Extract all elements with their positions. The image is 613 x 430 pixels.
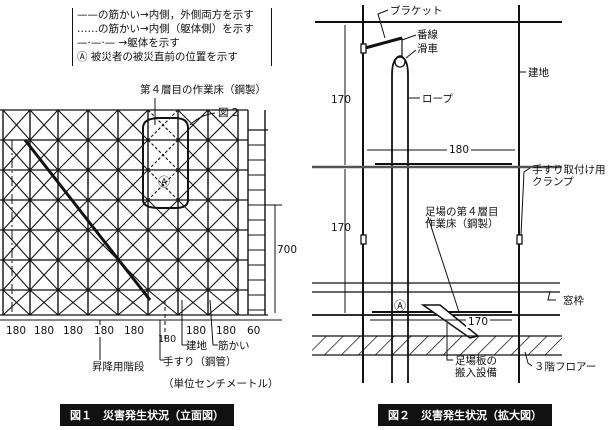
brace (2, 139, 31, 171)
pulley-label: 滑車 (417, 43, 438, 55)
stair-diagonal (23, 139, 152, 301)
brace (29, 259, 59, 291)
post-label: 建地 (186, 340, 207, 352)
bay-dimension: 180 (186, 325, 207, 337)
window-label: 窓枠 (563, 295, 584, 307)
brace (87, 259, 119, 291)
handrail-label: 手すり（鋼管） (163, 356, 237, 368)
brace (207, 259, 239, 291)
brace (87, 289, 119, 316)
brace (207, 139, 239, 171)
brace (207, 109, 239, 141)
brace (147, 169, 179, 201)
brace (87, 229, 119, 261)
brace (57, 139, 89, 171)
work-floor-label: 第４層目の作業床（鋼製） (140, 84, 266, 96)
bay-dimension: 180 (216, 325, 237, 337)
brace (87, 139, 119, 171)
brace (2, 169, 31, 201)
brace (147, 109, 179, 141)
legend-row: Ⓐ 被災者の被災直前の位置を示す (77, 51, 238, 63)
brace (2, 289, 31, 316)
small-dimension: 180 (158, 334, 177, 345)
brace (57, 109, 89, 141)
rope-label: ロープ (422, 93, 453, 105)
brace (177, 229, 209, 261)
legend-row: ……の筋かい→内側（躯体側）を示す (77, 23, 254, 35)
bay-dimension: 180 (94, 325, 115, 337)
brace (57, 169, 89, 201)
wire-label: 番線 (417, 29, 438, 41)
dimension-700: 700 (277, 244, 298, 256)
brace (117, 109, 149, 141)
brace-label: 筋かい (218, 340, 250, 352)
brace (117, 259, 149, 291)
board-equipment-label: 足場板の搬入設備 (455, 355, 497, 379)
legend-row: ——の筋かい→内側，外側両方を示す (77, 9, 254, 21)
lower-height-dim: 170 (331, 222, 352, 234)
figure1-caption: 図１ 災害発生状況（立面図） (60, 404, 234, 426)
brace (207, 229, 239, 261)
brace (2, 259, 31, 291)
figure1-scaffold (0, 109, 268, 316)
brace (177, 109, 209, 141)
brace (2, 109, 31, 141)
floor3-label: ３階フロアー (534, 361, 597, 373)
brace (177, 139, 209, 171)
brace (147, 229, 179, 261)
brace (2, 229, 31, 261)
brace (29, 109, 59, 141)
brace (2, 199, 31, 231)
brace (207, 169, 239, 201)
width-dim: 180 (447, 144, 472, 156)
brace (177, 169, 209, 201)
bay-dimension: 180 (6, 325, 27, 337)
unit-note: （単位センチメートル） (163, 378, 279, 390)
floor4-label: 足場の第４層目作業床（鋼製） (425, 206, 499, 230)
brace (177, 289, 209, 316)
figure2-detail (312, 5, 562, 383)
brace (29, 289, 59, 316)
brace (29, 139, 59, 171)
fig2-reference: 図 2 (218, 107, 239, 119)
victim-marker: Ⓐ (158, 175, 171, 189)
brace (87, 109, 119, 141)
brace (117, 199, 149, 231)
brace (147, 289, 179, 316)
brace (147, 139, 179, 171)
legend-row: —·—·— →躯体を示す (77, 37, 180, 49)
clamp-label: 手すり取付け用クランプ (532, 164, 606, 188)
post-label-fig2: 建地 (528, 67, 549, 79)
upper-height-dim: 170 (331, 94, 352, 106)
brace (29, 229, 59, 261)
stairs-label: 昇降用階段 (92, 361, 145, 373)
bay-dimension: 180 (63, 325, 84, 337)
brace (147, 259, 179, 291)
figure2-caption: 図２ 災害発生状況（拡大図） (378, 404, 552, 426)
bay-dimension: 60 (247, 325, 261, 337)
brace (177, 259, 209, 291)
brace (117, 289, 149, 316)
bay-dimension: 180 (124, 325, 145, 337)
brace (57, 289, 89, 316)
floor-width-dim: 170 (466, 316, 491, 328)
bay-dimension: 180 (34, 325, 55, 337)
brace (117, 229, 149, 261)
brace (87, 169, 119, 201)
brace (29, 199, 59, 231)
brace (57, 199, 89, 231)
figure1-legend: ——の筋かい→内側，外側両方を示す ……の筋かい→内側（躯体側）を示す —·—·… (72, 8, 272, 66)
brace (57, 229, 89, 261)
brace (57, 259, 89, 291)
brace (207, 199, 239, 231)
brace (177, 199, 209, 231)
victim-marker-fig2: Ⓐ (394, 299, 407, 313)
bracket-label: ブラケット (390, 5, 443, 17)
brace (207, 289, 239, 316)
brace (147, 199, 179, 231)
